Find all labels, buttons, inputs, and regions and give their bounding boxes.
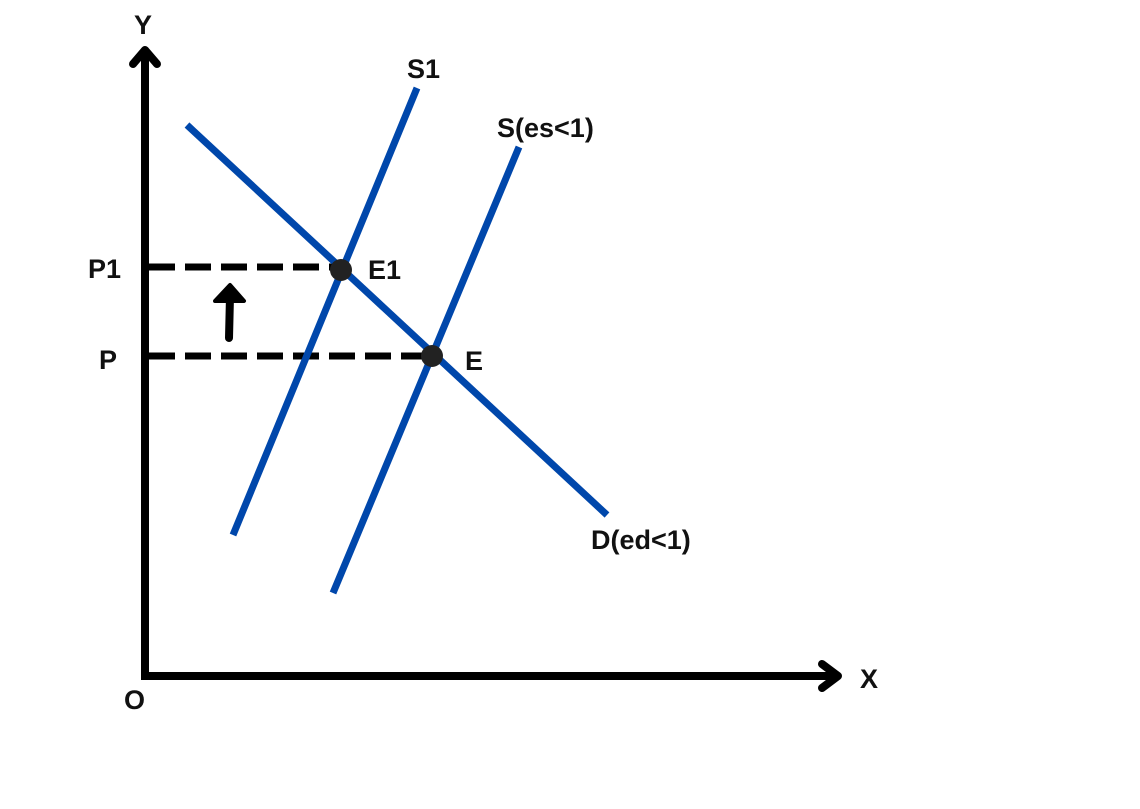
supply-curve-s	[329, 145, 523, 595]
demand-curve	[184, 122, 610, 518]
s-curve-label: S(es<1)	[497, 113, 594, 143]
supply-curve-s1	[229, 86, 421, 537]
equilibrium-dot-e1	[330, 259, 352, 281]
axes	[129, 46, 842, 692]
equilibrium-label-e: E	[465, 346, 483, 376]
d-curve-label: D(ed<1)	[591, 525, 691, 555]
y-axis-arrowhead-icon	[129, 46, 161, 68]
s1-curve-label: S1	[407, 54, 440, 84]
price-label-p: P	[99, 345, 117, 375]
equilibrium-label-e1: E1	[368, 255, 401, 285]
x-axis-arrowhead-icon	[818, 660, 842, 692]
x-axis-label: X	[860, 664, 878, 694]
price-increase-arrow-icon	[213, 283, 246, 342]
equilibrium-dot-e	[421, 345, 443, 367]
price-label-p1: P1	[88, 254, 121, 284]
origin-label: O	[124, 685, 145, 715]
y-axis-label: Y	[134, 10, 152, 40]
